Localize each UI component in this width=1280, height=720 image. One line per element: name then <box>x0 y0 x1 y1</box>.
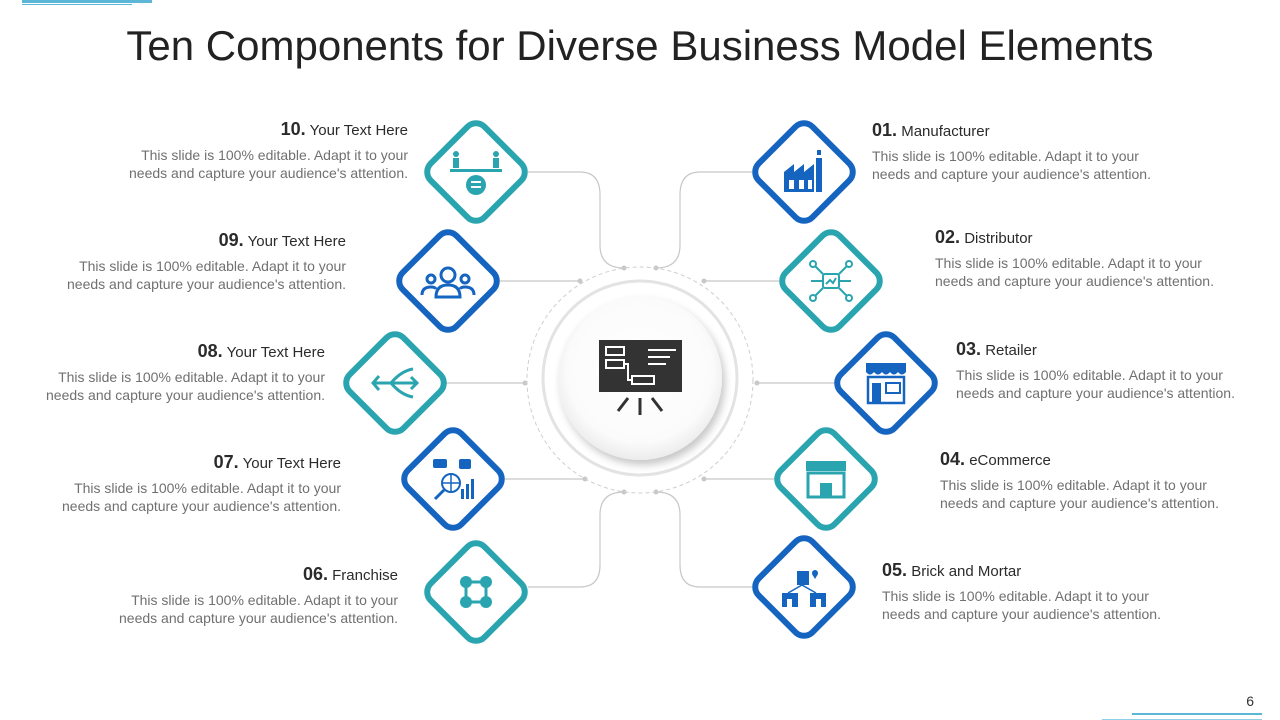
diamond-08[interactable] <box>341 329 448 436</box>
component-label: Brick and Mortar <box>911 563 1022 580</box>
component-label: Franchise <box>332 567 398 584</box>
component-description: This slide is 100% editable. Adapt it to… <box>940 477 1219 511</box>
component-label: Your Text Here <box>247 233 346 250</box>
top-accent-line-thin <box>22 4 132 5</box>
distribution-network-icon <box>809 260 853 302</box>
storefront-icon <box>866 363 906 405</box>
flowchart-board-icon <box>599 340 682 415</box>
component-label: Your Text Here <box>309 122 408 139</box>
balance-equality-icon <box>450 151 502 195</box>
component-label: Retailer <box>985 342 1037 359</box>
buildings-location-icon <box>782 570 826 607</box>
network-nodes-icon <box>460 576 492 608</box>
connector-05 <box>655 491 752 588</box>
connector-06 <box>528 491 625 588</box>
component-description: This slide is 100% editable. Adapt it to… <box>119 592 398 626</box>
component-10: 10. Your Text Here This slide is 100% ed… <box>88 119 408 182</box>
factory-icon <box>784 150 822 192</box>
component-number: 04. <box>940 449 966 469</box>
component-number: 10. <box>280 119 306 139</box>
component-06: 06. Franchise This slide is 100% editabl… <box>78 564 398 627</box>
diamond-02[interactable] <box>777 227 884 334</box>
diamond-01[interactable] <box>750 118 857 225</box>
global-analytics-icon <box>433 459 474 501</box>
diamond-07[interactable] <box>399 425 506 532</box>
diverging-arrows-icon <box>371 367 420 399</box>
component-08: 08. Your Text Here This slide is 100% ed… <box>5 341 325 404</box>
component-description: This slide is 100% editable. Adapt it to… <box>62 480 341 514</box>
component-01: 01. Manufacturer This slide is 100% edit… <box>872 120 1192 183</box>
component-04: 04. eCommerce This slide is 100% editabl… <box>940 449 1260 512</box>
component-label: Your Text Here <box>226 344 325 361</box>
component-description: This slide is 100% editable. Adapt it to… <box>872 148 1151 182</box>
diamond-06[interactable] <box>422 538 529 645</box>
component-number: 08. <box>197 341 223 361</box>
team-group-icon <box>420 266 476 299</box>
component-description: This slide is 100% editable. Adapt it to… <box>882 588 1161 622</box>
component-description: This slide is 100% editable. Adapt it to… <box>67 258 346 292</box>
component-05: 05. Brick and Mortar This slide is 100% … <box>882 560 1202 623</box>
component-label: Distributor <box>964 230 1033 247</box>
page-number: 6 <box>1246 693 1254 709</box>
central-hub <box>526 266 754 494</box>
component-description: This slide is 100% editable. Adapt it to… <box>129 147 408 181</box>
component-label: Manufacturer <box>901 123 990 140</box>
component-description: This slide is 100% editable. Adapt it to… <box>46 369 325 403</box>
connector-10 <box>528 171 625 269</box>
component-number: 01. <box>872 120 898 140</box>
component-diamonds <box>341 118 939 645</box>
top-accent-line <box>22 0 152 3</box>
component-number: 09. <box>218 230 244 250</box>
diamond-05[interactable] <box>750 533 857 640</box>
component-02: 02. Distributor This slide is 100% edita… <box>935 227 1255 290</box>
diamond-03[interactable] <box>832 329 939 436</box>
slide-title: Ten Components for Diverse Business Mode… <box>126 22 1154 69</box>
component-description: This slide is 100% editable. Adapt it to… <box>956 367 1235 401</box>
component-label: eCommerce <box>969 452 1051 469</box>
component-number: 06. <box>302 564 328 584</box>
connector-01 <box>655 171 752 269</box>
component-label: Your Text Here <box>242 455 341 472</box>
component-03: 03. Retailer This slide is 100% editable… <box>956 339 1276 402</box>
diamond-10[interactable] <box>422 118 529 225</box>
component-07: 07. Your Text Here This slide is 100% ed… <box>21 452 341 515</box>
connectors <box>445 171 835 588</box>
bottom-accent-line <box>1132 713 1262 715</box>
component-number: 02. <box>935 227 961 247</box>
component-number: 03. <box>956 339 982 359</box>
component-number: 05. <box>882 560 908 580</box>
component-number: 07. <box>213 452 239 472</box>
diamond-04[interactable] <box>772 425 879 532</box>
online-shop-icon <box>806 461 846 499</box>
diamond-09[interactable] <box>394 227 501 334</box>
component-description: This slide is 100% editable. Adapt it to… <box>935 255 1214 289</box>
component-09: 09. Your Text Here This slide is 100% ed… <box>26 230 346 293</box>
